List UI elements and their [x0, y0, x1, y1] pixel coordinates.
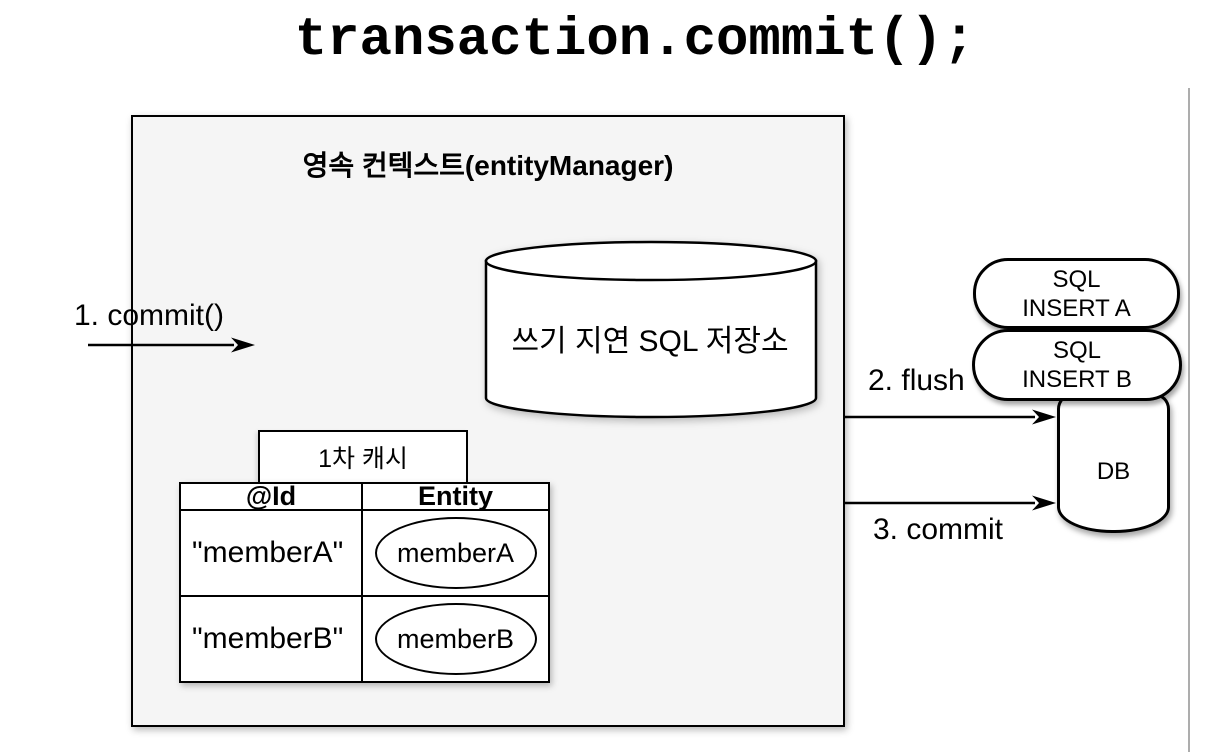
table-row-entity-cell: memberA — [363, 511, 548, 597]
sql-insert-a-line1: SQL — [1052, 265, 1101, 293]
table-header-id: @Id — [181, 481, 363, 511]
flush-step-label: 2. flush — [868, 364, 965, 397]
commit-step-label: 1. commit() — [74, 299, 224, 332]
table-row-id-cell: "memberB" — [181, 597, 363, 681]
sql-insert-a-line2: INSERT A — [1022, 294, 1131, 322]
commit-db-arrow-icon — [845, 495, 1056, 511]
first-level-cache-label: 1차 캐시 — [318, 445, 408, 473]
commit-arrow-icon — [88, 337, 255, 353]
sql-insert-b-pill: SQL INSERT B — [972, 329, 1182, 401]
divider-line — [1188, 88, 1190, 752]
first-level-cache-table: @Id Entity "memberA" memberA "memberB" m… — [179, 481, 550, 683]
entity-ellipse-memberA: memberA — [374, 517, 537, 589]
persistence-context-title: 영속 컨텍스트(entityManager) — [302, 150, 674, 181]
table-row-id-cell: "memberA" — [181, 511, 363, 597]
sql-insert-b-line1: SQL — [1052, 337, 1102, 364]
sql-insert-a-pill: SQL INSERT A — [973, 258, 1180, 329]
table-header-entity: Entity — [363, 481, 548, 511]
entity-ellipse-memberB: memberB — [374, 603, 537, 675]
table-row-entity-cell: memberB — [363, 597, 548, 681]
sql-store-cylinder-icon — [484, 240, 818, 419]
first-level-cache-label-box: 1차 캐시 — [258, 430, 468, 482]
page-title: transaction.commit(); — [294, 10, 976, 71]
sql-store-label: 쓰기 지연 SQL 저장소 — [511, 325, 789, 358]
flush-arrow-icon — [845, 409, 1056, 425]
db-label: DB — [1096, 458, 1131, 485]
db-cylinder: DB — [1057, 393, 1170, 533]
commit-db-step-label: 3. commit — [873, 513, 1004, 546]
sql-insert-b-line2: INSERT B — [1022, 366, 1132, 393]
